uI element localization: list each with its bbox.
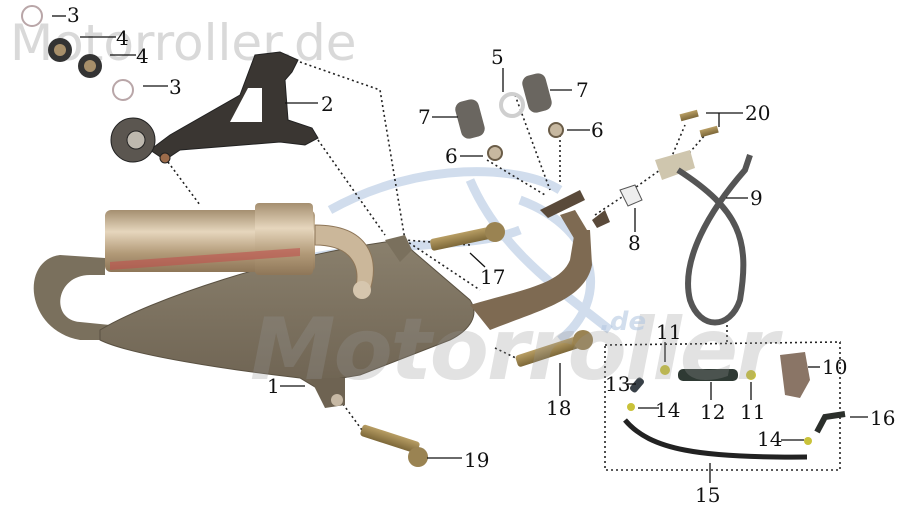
part-label-18: 18 bbox=[546, 396, 572, 420]
part-label-2: 2 bbox=[321, 92, 334, 116]
part-label-3: 3 bbox=[67, 3, 80, 27]
part-label-5: 5 bbox=[491, 45, 504, 69]
part-label-7: 7 bbox=[576, 78, 589, 102]
part-label-15: 15 bbox=[695, 483, 721, 507]
muffler-bracket-part bbox=[110, 51, 319, 164]
label-leader-lines bbox=[52, 15, 868, 483]
part-label-20: 20 bbox=[745, 101, 771, 125]
part-label-19: 19 bbox=[464, 448, 490, 472]
watermark-center: Motorroller bbox=[250, 300, 778, 400]
muffler-body-part bbox=[33, 190, 610, 408]
part-label-9: 9 bbox=[750, 186, 763, 210]
circlips-bearings bbox=[21, 5, 134, 101]
air-pipe-assembly bbox=[655, 109, 753, 326]
part-label-6: 6 bbox=[445, 144, 458, 168]
part-label-7: 7 bbox=[418, 105, 431, 129]
part-label-3: 3 bbox=[169, 75, 182, 99]
part-label-14: 14 bbox=[757, 427, 783, 451]
part-label-8: 8 bbox=[628, 231, 641, 255]
bolts bbox=[360, 222, 593, 467]
studs-nuts-gasket bbox=[455, 73, 643, 207]
part-label-12: 12 bbox=[700, 400, 726, 424]
part-label-4: 4 bbox=[116, 26, 129, 50]
part-label-6: 6 bbox=[591, 118, 604, 142]
part-label-16: 16 bbox=[870, 406, 896, 430]
part-label-14: 14 bbox=[655, 398, 681, 422]
part-label-10: 10 bbox=[822, 355, 848, 379]
part-label-11: 11 bbox=[656, 320, 682, 344]
part-label-17: 17 bbox=[480, 265, 506, 289]
part-label-11: 11 bbox=[740, 400, 766, 424]
part-label-13: 13 bbox=[605, 372, 631, 396]
watermark-suffix: .de bbox=[600, 307, 647, 337]
air-valve-hose-kit bbox=[623, 352, 846, 460]
part-label-1: 1 bbox=[267, 374, 280, 398]
part-label-4: 4 bbox=[136, 44, 149, 68]
